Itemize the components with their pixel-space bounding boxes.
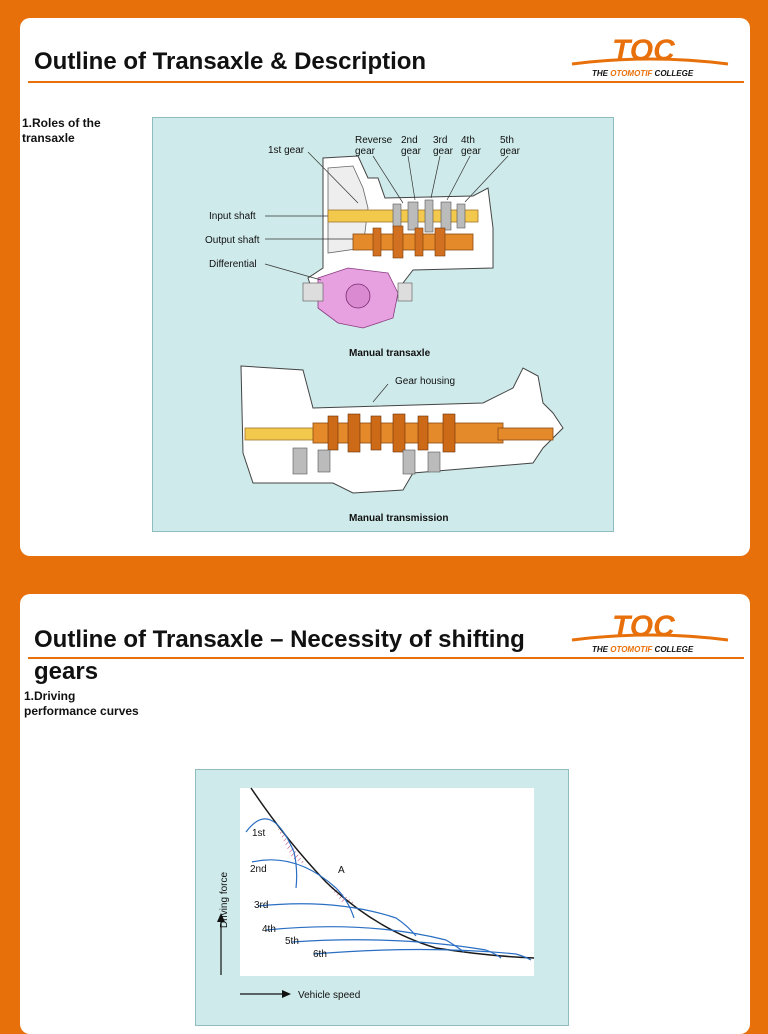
- svg-text:gear: gear: [355, 146, 376, 157]
- svg-text:gear: gear: [433, 146, 454, 157]
- caption-manual-transaxle: Manual transaxle: [349, 348, 431, 359]
- curve-3rd: [257, 903, 417, 937]
- svg-text:gear: gear: [401, 146, 422, 157]
- gear-label-4th: 4th: [262, 924, 276, 935]
- label-3rd-gear: 3rd: [433, 135, 447, 146]
- slide-title: Outline of Transaxle – Necessity of shif…: [34, 626, 525, 685]
- transaxle-figure: 1st gear Reverse gear 2nd gear 3rd gear …: [152, 117, 614, 532]
- svg-text:THE OTOMOTIF COLLEGE: THE OTOMOTIF COLLEGE: [592, 69, 694, 78]
- slide-title: Outline of Transaxle & Description: [34, 48, 427, 75]
- y-axis-label: Driving force: [219, 872, 230, 929]
- svg-text:TOC: TOC: [612, 610, 676, 643]
- caption-manual-transmission: Manual transmission: [349, 513, 448, 524]
- curve-5th: [291, 939, 502, 959]
- toc-logo: TOC THE OTOMOTIF COLLEGE: [571, 610, 729, 654]
- label-1st-gear: 1st gear: [268, 145, 305, 156]
- curve-1st: [245, 818, 298, 889]
- gear-label-1st: 1st: [252, 828, 266, 839]
- svg-text:gear: gear: [461, 146, 482, 157]
- driving-performance-figure: 1st 2nd 3rd 4th 5th 6th A Driving force …: [195, 769, 569, 1026]
- manual-transmission-drawing: [240, 365, 564, 494]
- bullet-driving-curves: 1.Driving performance curves: [24, 689, 139, 718]
- manual-transaxle-drawing: [302, 155, 494, 329]
- slide-necessity-of-shifting: Outline of Transaxle – Necessity of shif…: [20, 594, 750, 1034]
- gear-label-2nd: 2nd: [250, 864, 267, 875]
- svg-text:gear: gear: [500, 146, 521, 157]
- label-gear-housing: Gear housing: [395, 376, 455, 387]
- label-2nd-gear: 2nd: [401, 135, 418, 146]
- gear-label-3rd: 3rd: [254, 900, 268, 911]
- toc-logo: TOC THE OTOMOTIF COLLEGE: [571, 34, 729, 78]
- gear-label-5th: 5th: [285, 936, 299, 947]
- label-differential: Differential: [209, 259, 257, 270]
- point-label-a: A: [338, 865, 345, 876]
- curve-4th: [265, 926, 465, 953]
- slide-transaxle-description: Outline of Transaxle & Description TOC T…: [20, 18, 750, 556]
- svg-text:THE OTOMOTIF COLLEGE: THE OTOMOTIF COLLEGE: [592, 645, 694, 654]
- label-4th-gear: 4th: [461, 135, 475, 146]
- svg-text:TOC: TOC: [612, 34, 676, 67]
- curve-6th: [313, 948, 532, 961]
- label-output-shaft: Output shaft: [205, 235, 260, 246]
- bullet-roles: 1.Roles of the transaxle: [22, 116, 101, 145]
- label-input-shaft: Input shaft: [209, 211, 256, 222]
- title-divider: [28, 657, 744, 659]
- plot-area: [240, 788, 534, 976]
- label-reverse-gear: Reverse: [355, 135, 393, 146]
- gear-label-6th: 6th: [313, 949, 327, 960]
- title-divider: [28, 81, 744, 83]
- x-axis-label: Vehicle speed: [298, 990, 360, 1001]
- label-5th-gear: 5th: [500, 135, 514, 146]
